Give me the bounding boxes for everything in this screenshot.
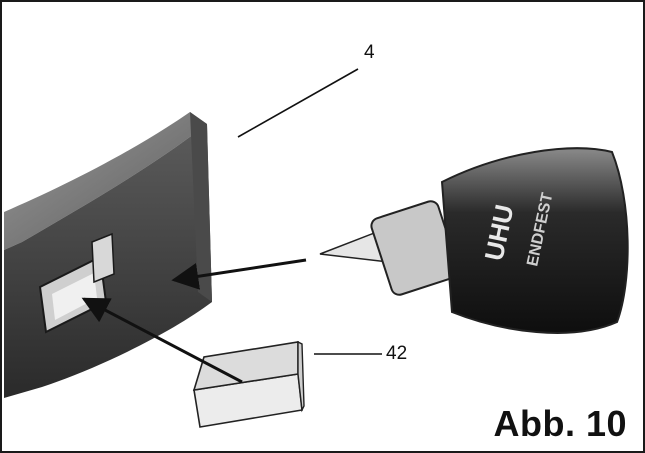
housing-small-hole [91, 232, 115, 284]
housing-side-face [190, 112, 212, 302]
glue-bottle: UHU ENDFEST [319, 147, 629, 334]
callout-4: 4 [364, 42, 375, 63]
leader-line-4 [237, 68, 359, 138]
cap-end-face [297, 340, 305, 413]
housing-slot-inner [52, 273, 97, 320]
cap-part [192, 340, 305, 428]
arrow-cap-to-slot [81, 297, 243, 384]
callout-42: 42 [386, 343, 408, 364]
housing-top-face [4, 112, 207, 250]
glue-bottle-body [440, 147, 629, 334]
figure-title: Abb. 10 [493, 403, 627, 444]
arrow-glue-to-hole [171, 258, 307, 290]
housing-part [4, 112, 212, 398]
